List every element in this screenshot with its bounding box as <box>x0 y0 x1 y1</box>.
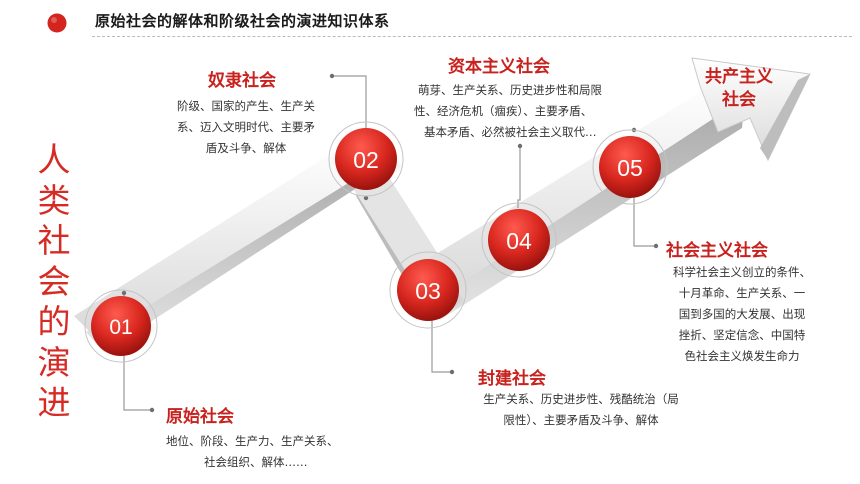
desc-line: 阶级、国家的产生、生产关 <box>177 99 315 113</box>
arrow-head-shade <box>760 74 810 160</box>
stage-desc-feudal: 生产关系、历史进步性、残酷统治（局 限性）、主要矛盾及斗争、解体 <box>468 389 694 431</box>
badge-label: 03 <box>415 278 441 304</box>
badge-02: 02 <box>328 121 404 197</box>
connector-dots <box>121 73 659 413</box>
connector-02 <box>332 75 367 128</box>
desc-line: 限性）、主要矛盾及斗争、解体 <box>503 413 659 427</box>
header-divider <box>92 36 852 37</box>
stage-title-feudal: 封建社会 <box>478 369 546 389</box>
badge-label: 05 <box>617 155 643 181</box>
desc-line: 十月革命、生产关系、一 <box>678 286 806 300</box>
badge-label: 04 <box>506 228 532 254</box>
badge-03: 03 <box>389 251 467 329</box>
connector-05 <box>633 190 656 247</box>
badge-05: 05 <box>592 129 668 205</box>
connector-04 <box>517 146 521 208</box>
stage-desc-primitive: 地位、阶段、生产力、生产关系、 社会组织、解体…… <box>166 431 339 473</box>
page-title: 原始社会的解体和阶级社会的演进知识体系 <box>95 12 390 30</box>
arrow-label: 共产主义 社会 <box>696 66 782 112</box>
desc-line: 国到多国的大发展、出现 <box>678 307 806 321</box>
desc-line: 地位、阶段、生产力、生产关系、 <box>166 434 339 448</box>
band-side-3 <box>414 96 745 320</box>
badge-label: 02 <box>353 147 379 173</box>
vertical-char: 演 <box>37 342 71 382</box>
stage-title-socialist: 社会主义社会 <box>666 241 768 261</box>
stage-desc-capitalist: 萌芽、生产关系、历史进步性和局限 性、经济危机（痼疾）、主要矛盾、 基本矛盾、必… <box>414 80 634 143</box>
band-top-1 <box>74 138 376 338</box>
desc-line: 生产关系、历史进步性、残酷统治（局 <box>483 392 679 406</box>
desc-line: 盾及斗争、解体 <box>205 141 287 155</box>
vertical-char: 进 <box>37 383 71 422</box>
badge-01: 01 <box>84 289 158 363</box>
arrow-label-line: 共产主义 <box>705 67 773 87</box>
vertical-char: 的 <box>37 302 71 341</box>
desc-line: 色社会主义焕发生命力 <box>684 349 800 363</box>
stage-desc-slave: 阶级、国家的产生、生产关 系、迈入文明时代、主要矛 盾及斗争、解体 <box>162 96 330 159</box>
stage-title-capitalist: 资本主义社会 <box>448 57 550 77</box>
desc-line: 挫折、坚定信念、中国特 <box>678 328 806 342</box>
vertical-char: 社 <box>37 221 71 260</box>
desc-line: 科学社会主义创立的条件、 <box>673 265 811 279</box>
stage-title-slave: 奴隶社会 <box>208 71 276 91</box>
arrow-label-line: 社会 <box>722 90 756 110</box>
vertical-title: 人 类 社 会 的 演 进 <box>32 140 76 424</box>
desc-line: 社会组织、解体…… <box>204 455 308 469</box>
stage-desc-socialist: 科学社会主义创立的条件、 十月革命、生产关系、一 国到多国的大发展、出现 挫折、… <box>664 262 820 367</box>
vertical-char: 会 <box>37 261 71 301</box>
desc-line: 系、迈入文明时代、主要矛 <box>177 120 315 134</box>
desc-line: 基本矛盾、必然被社会主义取代… <box>424 125 597 139</box>
desc-line: 性、经济危机（痼疾）、主要矛盾、 <box>414 104 593 118</box>
vertical-char: 人 <box>37 140 71 179</box>
badge-label: 01 <box>109 316 132 339</box>
stage-title-primitive: 原始社会 <box>166 407 234 427</box>
badge-04: 04 <box>481 202 557 278</box>
desc-line: 萌芽、生产关系、历史进步性和局限 <box>418 83 602 97</box>
vertical-char: 类 <box>37 180 71 220</box>
header-dot-icon <box>46 12 68 34</box>
